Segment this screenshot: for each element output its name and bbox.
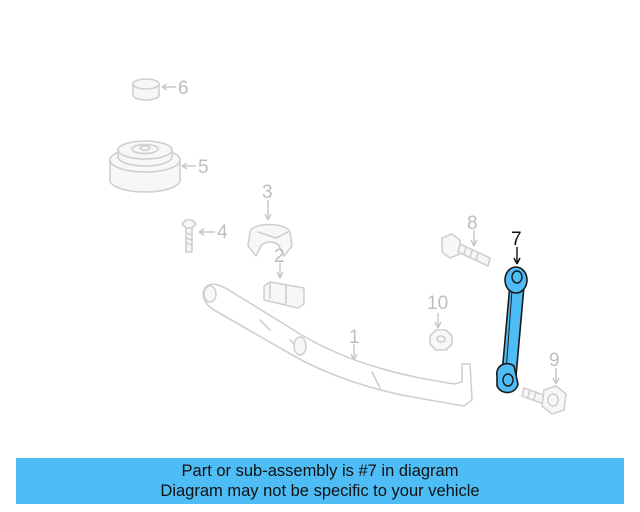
leader-6	[161, 83, 176, 91]
banner-line-part: Part or sub-assembly is #7 in diagram	[181, 462, 459, 480]
callout-6: 6	[178, 78, 189, 99]
callout-2: 2	[274, 246, 285, 267]
part-10-nut[interactable]	[429, 329, 453, 351]
leader-10	[434, 313, 442, 329]
leader-1	[350, 344, 358, 361]
part-4-bolt[interactable]	[181, 219, 197, 253]
part-8-bolt[interactable]	[441, 233, 491, 267]
part-5-mount[interactable]	[109, 140, 181, 193]
part-7-stabilizer-link[interactable]	[496, 266, 528, 394]
callout-8: 8	[467, 213, 478, 234]
part-9-bolt[interactable]	[521, 385, 567, 415]
part-6-cap[interactable]	[132, 78, 160, 101]
callout-5: 5	[198, 157, 209, 178]
banner-line-disclaimer: Diagram may not be specific to your vehi…	[160, 482, 480, 500]
info-banner: Part or sub-assembly is #7 in diagram Di…	[16, 458, 624, 504]
callout-3: 3	[262, 182, 273, 203]
leader-4	[198, 228, 215, 236]
callout-1: 1	[349, 327, 360, 348]
part-3-bracket[interactable]	[247, 223, 293, 257]
leader-2	[276, 263, 284, 279]
callout-9: 9	[549, 350, 560, 371]
part-1-stabilizer-bar[interactable]	[202, 283, 473, 407]
leader-3	[264, 200, 272, 221]
leader-5	[181, 162, 196, 170]
part-2-bushing[interactable]	[263, 281, 305, 309]
leader-9	[552, 368, 560, 385]
callout-7: 7	[511, 229, 522, 250]
leader-8	[470, 230, 478, 247]
callout-4: 4	[217, 222, 228, 243]
callout-10: 10	[427, 293, 448, 314]
leader-7	[513, 247, 521, 265]
